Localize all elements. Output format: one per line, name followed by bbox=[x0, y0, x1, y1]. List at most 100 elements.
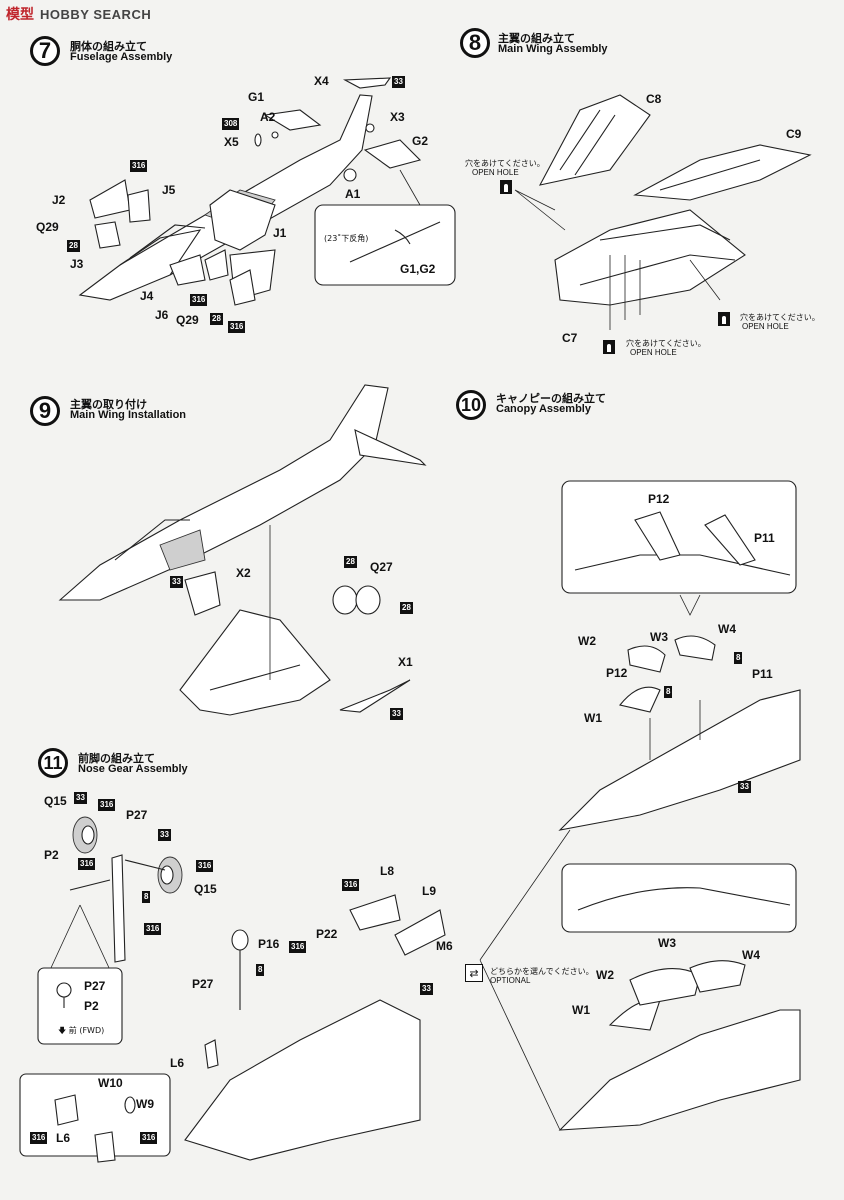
part-label: W4 bbox=[718, 622, 736, 636]
open-hole-note-jp: 穴をあけてください。 bbox=[626, 339, 706, 348]
part-label: J1 bbox=[273, 226, 287, 240]
forward-direction-note: 🡇 前 (FWD) bbox=[58, 1025, 104, 1039]
paint-code-badge: 316 bbox=[228, 321, 246, 333]
part-label: L6 bbox=[56, 1131, 71, 1145]
part-label: L6 bbox=[170, 1056, 185, 1070]
step-10-number: 10 bbox=[456, 390, 486, 420]
part-label: X1 bbox=[398, 655, 413, 669]
part-label: L8 bbox=[380, 864, 395, 878]
part-label: G1 bbox=[248, 90, 265, 104]
part-label: P11 bbox=[754, 531, 775, 545]
part-label: L9 bbox=[422, 884, 437, 898]
paint-code-badge: 316 bbox=[144, 923, 162, 935]
dihedral-angle-note: (23˚下反角) bbox=[324, 234, 369, 243]
part-label: P16 bbox=[258, 937, 280, 951]
paint-code-badge: 8 bbox=[142, 891, 151, 903]
drill-hole-icon bbox=[718, 312, 730, 326]
step-11-title-en: Nose Gear Assembly bbox=[78, 763, 188, 775]
paint-code-badge: 33 bbox=[420, 983, 433, 995]
part-label: C9 bbox=[786, 127, 802, 141]
part-label: A2 bbox=[260, 110, 276, 124]
inset-part-label: P27 bbox=[84, 979, 106, 993]
main-wing-drawing bbox=[514, 94, 812, 330]
step-10-title-en: Canopy Assembly bbox=[496, 403, 591, 415]
watermark: 模型 HOBBY SEARCH bbox=[6, 4, 151, 24]
paint-code-badge: 33 bbox=[392, 76, 405, 88]
canopy-drawing-mid bbox=[558, 635, 801, 831]
part-label: W4 bbox=[742, 948, 760, 962]
optional-icon: ⇄ bbox=[465, 964, 483, 982]
part-label: A1 bbox=[345, 187, 361, 201]
step-11-number: 11 bbox=[38, 748, 68, 778]
part-label: J3 bbox=[70, 257, 84, 271]
part-label: P11 bbox=[752, 667, 773, 681]
wing-installation-drawing bbox=[58, 384, 427, 716]
part-label: W2 bbox=[596, 968, 614, 982]
step-10-title-jp: キャノピーの組み立て bbox=[496, 392, 606, 405]
part-label: W10 bbox=[98, 1076, 123, 1090]
part-label: G2 bbox=[412, 134, 429, 148]
part-label: W9 bbox=[136, 1097, 154, 1111]
part-label: Q27 bbox=[370, 560, 393, 574]
drill-hole-icon bbox=[500, 180, 512, 194]
paint-code-badge: 28 bbox=[67, 240, 80, 252]
part-label: J2 bbox=[52, 193, 66, 207]
step-9-number: 9 bbox=[30, 396, 60, 426]
paint-code-badge: 316 bbox=[30, 1132, 48, 1144]
optional-note-en: OPTIONAL bbox=[490, 976, 531, 985]
paint-code-badge: 28 bbox=[400, 602, 413, 614]
part-label: J4 bbox=[140, 289, 154, 303]
fuselage-drawing bbox=[78, 77, 422, 306]
paint-code-badge: 316 bbox=[196, 860, 214, 872]
open-hole-note-en: OPEN HOLE bbox=[742, 322, 789, 331]
down-arrow-icon: 🡇 bbox=[58, 1026, 67, 1035]
part-label: W1 bbox=[572, 1003, 590, 1017]
step-11-title-jp: 前脚の組み立て bbox=[78, 752, 155, 765]
paint-code-badge: 316 bbox=[140, 1132, 158, 1144]
step-7-number: 7 bbox=[30, 36, 60, 66]
paint-code-badge: 33 bbox=[158, 829, 171, 841]
part-label: X5 bbox=[224, 135, 239, 149]
optional-note-jp: どちらかを選んでください。 bbox=[490, 967, 594, 976]
paint-code-badge: 28 bbox=[210, 313, 223, 325]
part-label: W3 bbox=[658, 936, 676, 950]
paint-code-badge: 33 bbox=[170, 576, 183, 588]
part-label: X2 bbox=[236, 566, 251, 580]
paint-code-badge: 316 bbox=[190, 294, 208, 306]
paint-code-badge: 308 bbox=[222, 118, 240, 130]
part-label: C8 bbox=[646, 92, 662, 106]
part-label: P22 bbox=[316, 927, 338, 941]
paint-code-badge: 316 bbox=[289, 941, 307, 953]
watermark-logo: 模型 bbox=[6, 6, 34, 22]
open-hole-note-jp: 穴をあけてください。 bbox=[465, 159, 545, 168]
inset-part-label: G1,G2 bbox=[400, 262, 436, 276]
step-7-title-jp: 胴体の組み立て bbox=[70, 40, 147, 53]
part-label: J6 bbox=[155, 308, 169, 322]
part-label: Q29 bbox=[176, 313, 199, 327]
step-9-title-en: Main Wing Installation bbox=[70, 409, 187, 421]
part-label: W2 bbox=[578, 634, 596, 648]
forward-label: 前 (FWD) bbox=[68, 1026, 105, 1035]
drill-hole-icon bbox=[603, 340, 615, 354]
step-8-title-jp: 主翼の組み立て bbox=[498, 32, 575, 45]
paint-code-badge: 28 bbox=[344, 556, 357, 568]
paint-code-badge: 316 bbox=[342, 879, 360, 891]
step-9-title-jp: 主翼の取り付け bbox=[70, 398, 147, 411]
paint-code-badge: 8 bbox=[664, 686, 673, 698]
part-label: J5 bbox=[162, 183, 176, 197]
paint-code-badge: 33 bbox=[74, 792, 87, 804]
open-hole-note-en: OPEN HOLE bbox=[472, 168, 519, 177]
part-label: X3 bbox=[390, 110, 405, 124]
paint-code-badge: 316 bbox=[130, 160, 148, 172]
paint-code-badge: 316 bbox=[98, 799, 116, 811]
part-label: P12 bbox=[606, 666, 628, 680]
part-label: Q15 bbox=[194, 882, 217, 896]
part-label: P12 bbox=[648, 492, 670, 506]
part-label: Q29 bbox=[36, 220, 59, 234]
paint-code-badge: 8 bbox=[256, 964, 265, 976]
part-label: P27 bbox=[192, 977, 214, 991]
part-label: P27 bbox=[126, 808, 148, 822]
part-label: M6 bbox=[436, 939, 453, 953]
watermark-site: HOBBY SEARCH bbox=[40, 6, 152, 22]
